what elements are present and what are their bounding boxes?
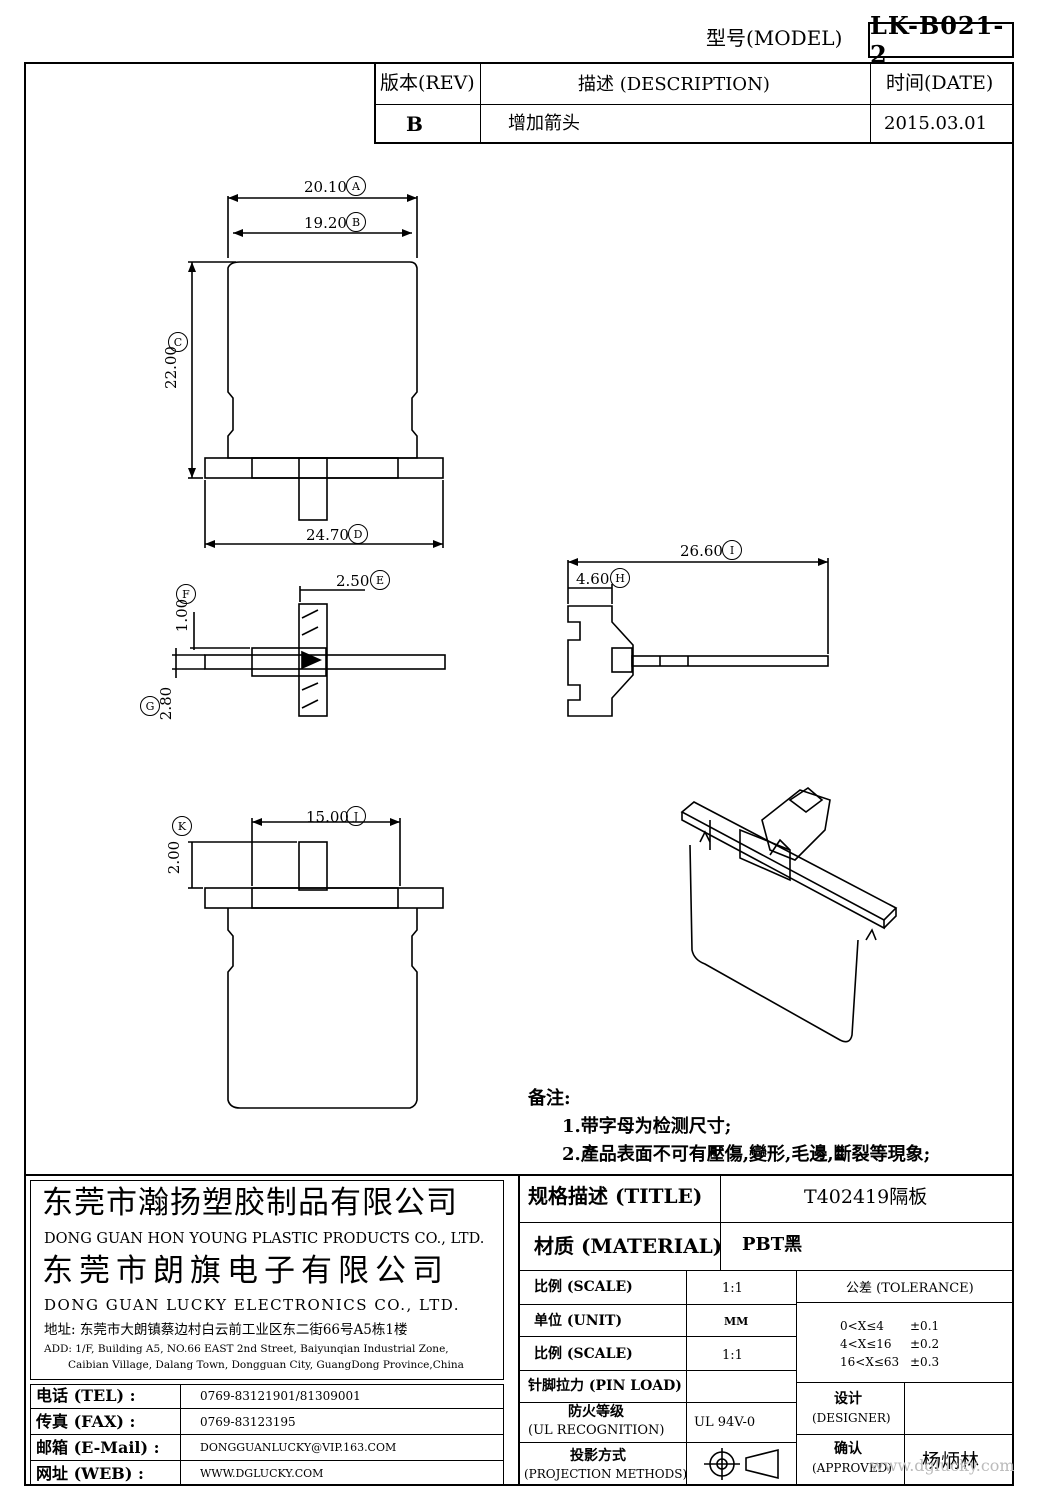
dim-E-marker: E <box>370 570 390 590</box>
tolerance-3-value: ±0.3 <box>910 1355 940 1369</box>
dim-F-marker: F <box>176 584 196 604</box>
dim-J-value: 15.00 <box>306 808 349 826</box>
material-value: PBT黑 <box>742 1234 803 1255</box>
dim-G-value: 2.80 <box>157 686 176 721</box>
approved-value: 杨炳林 <box>922 1450 980 1472</box>
note-2: 2.產品表面不可有壓傷,變形,毛邊,斷裂等現象; <box>562 1144 931 1165</box>
company-box <box>30 1180 504 1380</box>
title-label: 规格描述 (TITLE) <box>528 1184 703 1208</box>
fax-label: 传真 (FAX) : <box>36 1412 136 1431</box>
model-label: 型号(MODEL) <box>706 26 843 50</box>
scale-label: 比例 (SCALE) <box>534 1279 633 1295</box>
tel-label: 电话 (TEL) : <box>36 1386 136 1405</box>
dim-K-marker: K <box>172 816 192 836</box>
description-column-header: 描述 (DESCRIPTION) <box>578 74 770 95</box>
scale-value: 1:1 <box>722 1281 743 1296</box>
tolerance-2-value: ±0.2 <box>910 1337 940 1351</box>
dim-J-marker: J <box>346 806 366 826</box>
designer-label-en: (DESIGNER) <box>812 1411 891 1425</box>
unit-label: 单位 (UNIT) <box>534 1313 623 1329</box>
approved-label-en: (APPROVED) <box>812 1461 892 1475</box>
notes-title: 备注: <box>528 1088 571 1109</box>
dim-H-marker: H <box>610 568 630 588</box>
title-value: T402419隔板 <box>804 1186 928 1208</box>
dim-K-value: 2.00 <box>165 840 184 875</box>
company-name-cn-1: 东莞市瀚扬塑胶制品有限公司 <box>42 1185 458 1221</box>
company-name-en-1: DONG GUAN HON YOUNG PLASTIC PRODUCTS CO.… <box>44 1231 485 1247</box>
projection-label-cn: 投影方式 <box>570 1448 626 1464</box>
note-1: 1.带字母为检测尺寸; <box>562 1116 732 1137</box>
dim-C-value: 22.00 <box>161 346 180 389</box>
scale2-label: 比例 (SCALE) <box>534 1346 633 1362</box>
company-address-en-1: ADD: 1/F, Building A5, NO.66 EAST 2nd St… <box>44 1343 449 1355</box>
email-label: 邮箱 (E-Mail) : <box>36 1438 160 1457</box>
dim-H-value: 4.60 <box>576 570 610 588</box>
dim-A-value: 20.10 <box>304 178 347 196</box>
unit-value: MM <box>724 1315 749 1328</box>
fax-value: 0769-83123195 <box>200 1415 296 1429</box>
company-name-en-2: DONG GUAN LUCKY ELECTRONICS CO., LTD. <box>44 1296 461 1314</box>
description-value: 增加箭头 <box>508 113 580 134</box>
tolerance-1-range: 0<X≤4 <box>840 1319 884 1333</box>
dim-I-marker: I <box>722 540 742 560</box>
email-value: DONGGUANLUCKY@VIP.163.COM <box>200 1441 397 1454</box>
ul-value: UL 94V-0 <box>694 1415 756 1430</box>
web-label: 网址 (WEB) : <box>36 1464 144 1483</box>
date-column-header: 时间(DATE) <box>886 72 994 94</box>
tolerance-1-value: ±0.1 <box>910 1319 940 1333</box>
dim-E-value: 2.50 <box>336 572 370 590</box>
approved-label-cn: 确认 <box>834 1441 862 1457</box>
dim-A-marker: A <box>346 176 366 196</box>
dim-B-marker: B <box>346 212 366 232</box>
web-value: WWW.DGLUCKY.COM <box>200 1467 324 1480</box>
model-number-box: LK-B021-2 <box>868 11 1014 69</box>
designer-label-cn: 设计 <box>834 1391 862 1407</box>
ul-label-cn: 防火等级 <box>568 1404 624 1420</box>
pinload-label: 针脚拉力 (PIN LOAD) <box>528 1378 682 1394</box>
tolerance-label: 公差 (TOLERANCE) <box>846 1281 974 1296</box>
dim-C-marker: C <box>168 332 188 352</box>
tolerance-3-range: 16<X≤63 <box>840 1355 900 1369</box>
rev-value: B <box>406 112 423 136</box>
date-value: 2015.03.01 <box>884 113 988 134</box>
company-address-cn: 地址: 东莞市大朗镇蔡边村白云前工业区东二街66号A5栋1楼 <box>44 1322 408 1338</box>
dim-D-marker: D <box>348 524 368 544</box>
contacts-box <box>30 1384 504 1486</box>
dim-I-value: 26.60 <box>680 542 723 560</box>
company-name-cn-2: 东莞市朗旗电子有限公司 <box>42 1253 449 1289</box>
ul-label-en: (UL RECOGNITION) <box>528 1423 665 1438</box>
rev-column-header: 版本(REV) <box>380 72 475 94</box>
tel-value: 0769-83121901/81309001 <box>200 1389 361 1403</box>
scale2-value: 1:1 <box>722 1348 743 1363</box>
company-address-en-2: Caibian Village, Dalang Town, Dongguan C… <box>68 1359 464 1371</box>
projection-label-en: (PROJECTION METHODS) <box>524 1467 688 1481</box>
watermark: www.dglucky.com <box>870 1456 1015 1475</box>
dim-D-value: 24.70 <box>306 526 349 544</box>
dim-G-marker: G <box>140 696 160 716</box>
model-number: LK-B021-2 <box>870 11 1005 69</box>
tolerance-2-range: 4<X≤16 <box>840 1337 892 1351</box>
dim-B-value: 19.20 <box>304 214 347 232</box>
material-label: 材质 (MATERIAL) <box>534 1234 723 1258</box>
